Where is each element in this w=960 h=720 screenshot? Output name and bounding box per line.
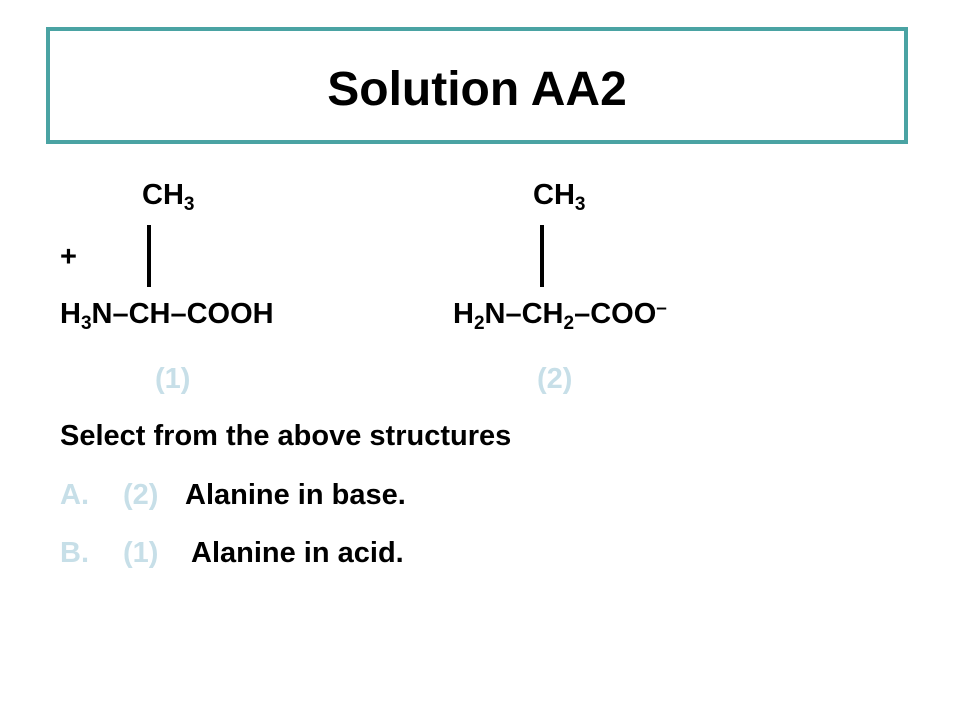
option-a-letter: A. xyxy=(60,479,89,511)
structure2-methyl: CH3 xyxy=(533,179,586,215)
structure1-bond xyxy=(147,225,151,287)
structure1-charge: + xyxy=(60,241,77,273)
structure2-label: (2) xyxy=(537,363,573,395)
structure1-label: (1) xyxy=(155,363,191,395)
structure1-backbone: H3N–CH–COOH xyxy=(60,298,274,334)
title-box: Solution AA2 xyxy=(46,27,908,144)
option-a-number: (2) xyxy=(123,479,159,511)
option-b-text: Alanine in acid. xyxy=(191,537,404,569)
option-b-number: (1) xyxy=(123,537,159,569)
option-a-text: Alanine in base. xyxy=(185,479,406,511)
structure1-methyl: CH3 xyxy=(142,179,195,215)
option-b-letter: B. xyxy=(60,537,89,569)
structure2-backbone: H2N–CH2–COO– xyxy=(453,298,667,334)
structure2-bond xyxy=(540,225,544,287)
page-title: Solution AA2 xyxy=(327,62,627,116)
prompt-text: Select from the above structures xyxy=(60,420,512,452)
